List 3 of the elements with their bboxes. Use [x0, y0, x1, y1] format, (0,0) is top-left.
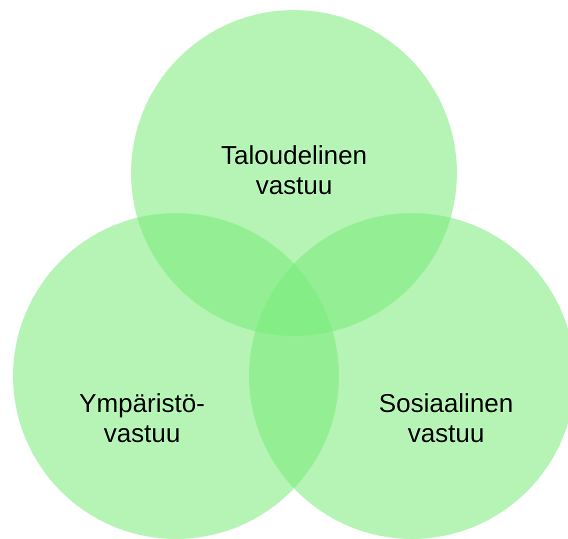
circle-label: Sosiaalinen vastuu: [378, 388, 514, 448]
circle-label: Taloudelinen vastuu: [220, 140, 368, 200]
circle-label: Ympäristö- vastuu: [78, 388, 206, 448]
